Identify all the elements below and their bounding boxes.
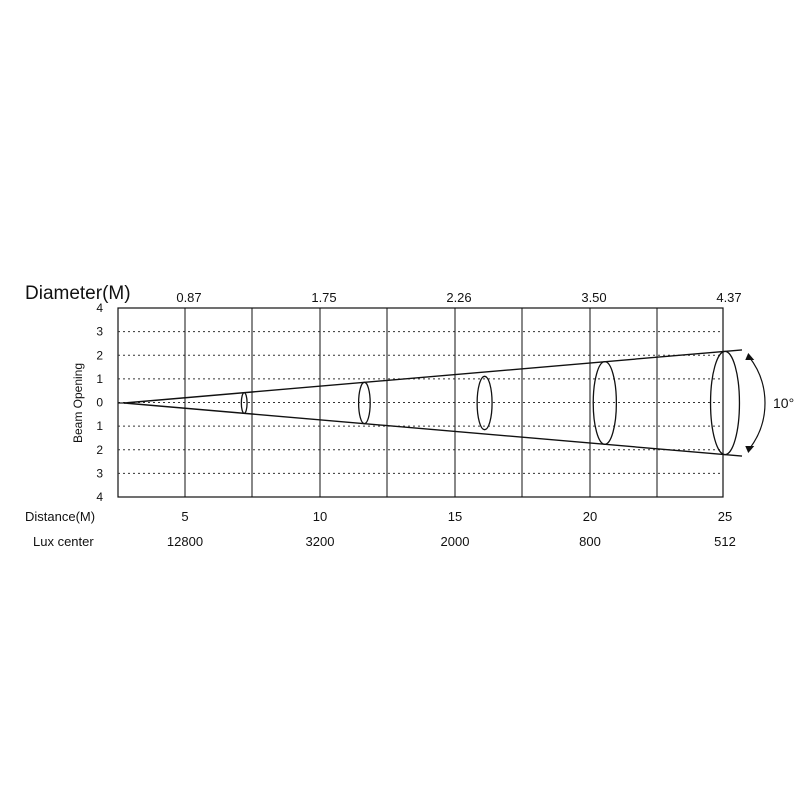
beam-angle-label: 10° — [773, 395, 794, 411]
beam-cross-section — [592, 361, 618, 445]
y-tick-label: 2 — [96, 443, 103, 457]
beam-cross-section — [709, 350, 741, 456]
beam-cross-section — [240, 392, 248, 414]
column-labels: 0.87 5 12800 1.75 10 3200 2.26 15 2000 3.50 20 800 4… — [167, 290, 742, 549]
y-tick-label: 3 — [96, 325, 103, 339]
y-tick-label: 2 — [96, 348, 103, 362]
diameter-value: 3.50 — [581, 290, 606, 305]
y-axis-label: Beam Opening — [71, 363, 85, 443]
y-tick-label: 1 — [96, 419, 103, 433]
angle-arrowhead-bottom — [745, 445, 755, 453]
diameter-value: 0.87 — [176, 290, 201, 305]
distance-value: 10 — [313, 509, 327, 524]
beam-cone — [118, 349, 766, 457]
distance-value: 15 — [448, 509, 462, 524]
y-tick-label: 3 — [96, 466, 103, 480]
y-tick-label: 4 — [96, 490, 103, 504]
y-tick-label: 0 — [96, 396, 103, 410]
angle-arc — [748, 356, 766, 450]
diameter-value: 2.26 — [446, 290, 471, 305]
lux-value: 2000 — [441, 534, 470, 549]
distance-row-label: Distance(M) — [25, 509, 95, 524]
beam-cross-section — [357, 381, 371, 425]
beam-upper-edge — [123, 349, 743, 404]
distance-value: 20 — [583, 509, 597, 524]
lux-value: 800 — [579, 534, 601, 549]
beam-lower-edge — [123, 402, 743, 457]
grid-layer — [117, 307, 724, 498]
distance-value: 25 — [718, 509, 732, 524]
lux-value: 12800 — [167, 534, 203, 549]
diameter-value: 1.75 — [311, 290, 336, 305]
y-tick-label: 1 — [96, 372, 103, 386]
y-tick-labels: 4 3 2 1 0 1 2 3 4 — [96, 301, 103, 504]
angle-arrowhead-top — [745, 353, 755, 361]
beam-cross-section — [476, 375, 493, 431]
diameter-value: 4.37 — [716, 290, 741, 305]
diameter-title: Diameter(M) — [25, 283, 131, 304]
y-tick-label: 4 — [96, 301, 103, 315]
lux-value: 512 — [714, 534, 736, 549]
lux-value: 3200 — [306, 534, 335, 549]
lux-row-label: Lux center — [33, 534, 94, 549]
distance-value: 5 — [181, 509, 188, 524]
